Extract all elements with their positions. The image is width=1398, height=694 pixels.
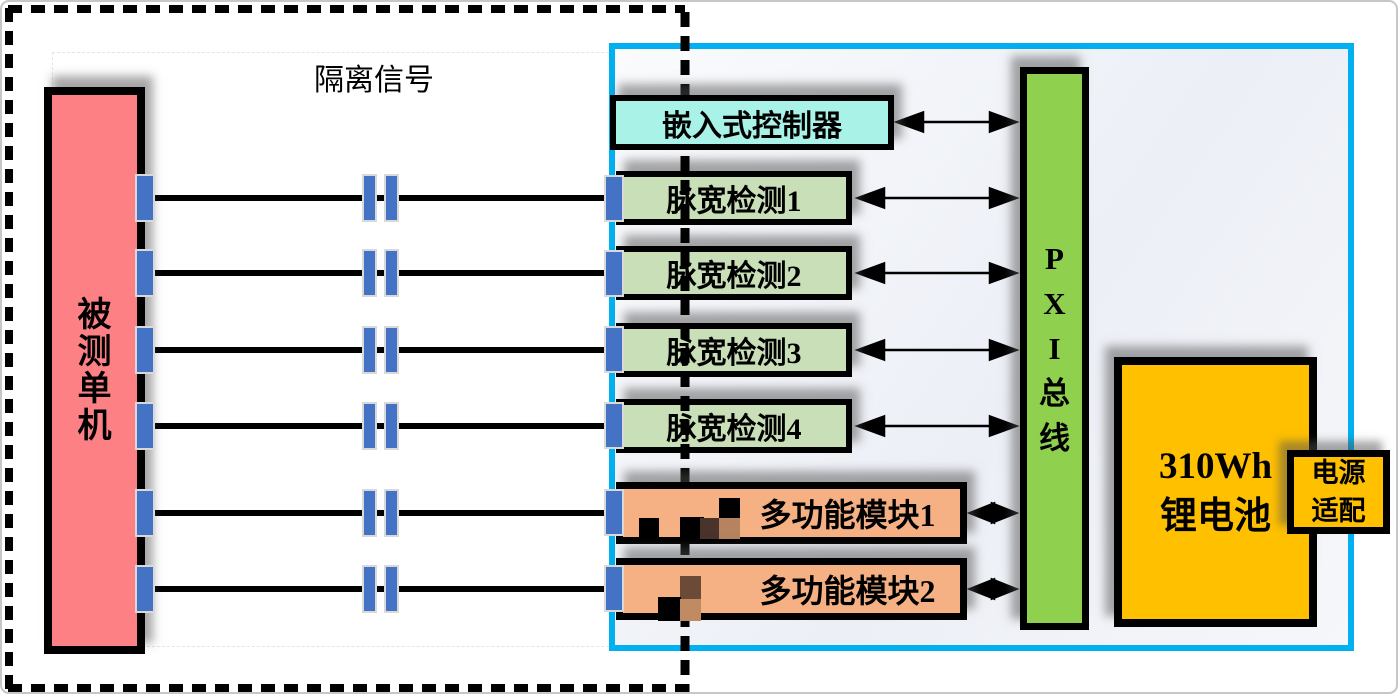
redacted-pixel xyxy=(680,599,701,621)
multifunction-module-1-box: 多功能模块1 xyxy=(616,482,967,544)
dut-connector-3 xyxy=(135,326,155,374)
dut-connector-5 xyxy=(135,489,155,537)
multifunction-module-1-label: 多功能模块1 xyxy=(759,497,936,533)
multifunction-module-2-box: 多功能模块2 xyxy=(616,558,967,621)
module-connector-2 xyxy=(604,250,624,297)
isolator-4-left xyxy=(362,402,377,450)
multifunction-module-2-label: 多功能模块2 xyxy=(759,573,936,609)
module-connector-5 xyxy=(604,489,624,536)
module-connector-6 xyxy=(604,565,624,612)
dut-connector-1 xyxy=(135,174,155,222)
isolator-6-right xyxy=(384,565,399,613)
redacted-pixel xyxy=(658,597,681,621)
module-connector-4 xyxy=(604,402,624,449)
isolator-4-right xyxy=(384,402,399,450)
isolation-signal-label: 隔离信号 xyxy=(314,64,434,97)
dut-connector-4 xyxy=(135,402,155,450)
isolator-2-left xyxy=(362,249,377,297)
unit-under-test-box: 被测单机 xyxy=(44,87,145,654)
isolator-3-left xyxy=(362,326,377,374)
redacted-pixel xyxy=(719,516,740,539)
dut-connector-6 xyxy=(135,565,155,613)
isolator-3-right xyxy=(384,326,399,374)
redacted-pixel xyxy=(680,576,701,599)
redacted-pixel xyxy=(700,518,719,539)
isolator-1-left xyxy=(362,174,377,222)
pulse-width-detect-2-box: 脉宽检测2 xyxy=(616,246,852,300)
isolator-5-left xyxy=(362,489,377,537)
pulse-width-detect-3-box: 脉宽检测3 xyxy=(616,323,852,377)
pulse-width-detect-1-box: 脉宽检测1 xyxy=(616,171,852,225)
battery-type-label: 锂电池 xyxy=(1160,496,1271,537)
isolator-1-right xyxy=(384,174,399,222)
isolator-5-right xyxy=(384,489,399,537)
adapter-label-line1: 电源 xyxy=(1311,458,1366,488)
embedded-controller-box: 嵌入式控制器 xyxy=(610,95,894,150)
redacted-pixel xyxy=(719,498,740,518)
power-adapter-box: 电源 适配 xyxy=(1287,450,1390,534)
isolator-2-right xyxy=(384,249,399,297)
pulse-width-detect-4-box: 脉宽检测4 xyxy=(616,399,852,453)
battery-capacity-label: 310Wh xyxy=(1158,446,1273,487)
module-connector-3 xyxy=(604,326,624,373)
adapter-label-line2: 适配 xyxy=(1311,496,1366,526)
redacted-pixel xyxy=(639,518,659,537)
dut-connector-2 xyxy=(135,249,155,297)
battery-box: 310Wh 锂电池 xyxy=(1114,357,1317,627)
module-connector-1 xyxy=(604,175,624,222)
isolator-6-left xyxy=(362,565,377,613)
